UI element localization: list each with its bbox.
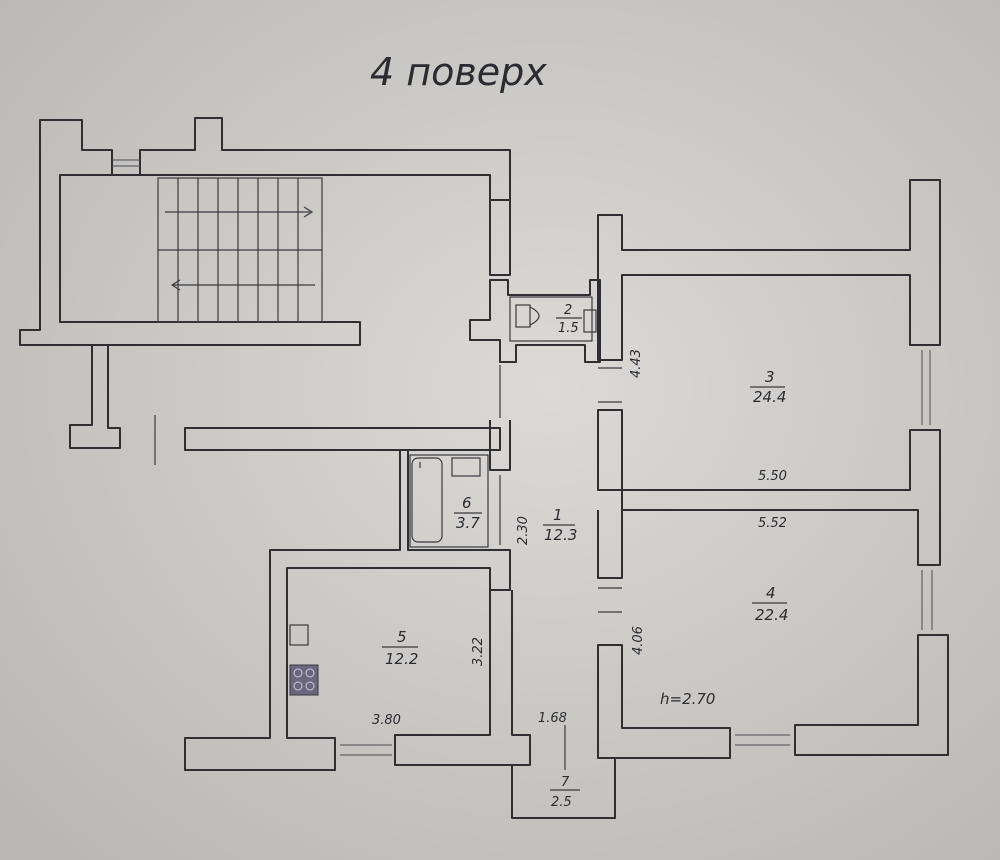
room-6-area: 3.7 <box>456 514 480 532</box>
room-2-area: 1.5 <box>558 321 579 336</box>
corridor-depth-dimension: 2.30 <box>516 516 531 545</box>
toilet-icon <box>515 304 531 328</box>
room-4-width-dimension: 5.52 <box>758 516 787 531</box>
room-6-number: 6 <box>462 494 472 512</box>
stair-flights <box>157 177 323 323</box>
wc-room-2 <box>469 279 601 363</box>
room-1-number: 1 <box>553 506 563 524</box>
room-5-number: 5 <box>397 628 407 646</box>
staircase-block <box>19 117 511 346</box>
room-5-kitchen <box>289 624 392 756</box>
ceiling-height-note: h=2.70 <box>660 690 715 708</box>
stove-icon <box>289 664 319 696</box>
plan-title: 4 поверх <box>370 50 547 94</box>
room-4-area: 22.4 <box>755 606 788 624</box>
room-2-number: 2 <box>564 303 572 318</box>
room-4-depth-dimension: 4.06 <box>631 626 646 655</box>
dimension-labels: 5.50 5.52 4.43 4.06 3.80 3.22 1.68 2.30 … <box>372 349 787 728</box>
corridor-room-1 <box>394 200 531 766</box>
bath-sink <box>451 457 481 477</box>
room-3 <box>597 179 941 566</box>
room-3-area: 24.4 <box>753 388 786 406</box>
room-7-area: 2.5 <box>551 795 572 810</box>
room-5-depth-dimension: 3.22 <box>471 637 486 666</box>
room-labels: 1 12.3 2 1.5 3 24.4 4 22.4 5 12.2 6 3.7 … <box>382 303 788 810</box>
landing-walls <box>69 345 501 465</box>
bathtub <box>411 457 443 543</box>
corridor-width-dimension: 1.68 <box>538 711 567 726</box>
room-7-number: 7 <box>561 775 570 790</box>
room-5-area: 12.2 <box>385 650 418 668</box>
room-5-width-dimension: 3.80 <box>372 713 401 728</box>
room-3-depth-dimension: 4.43 <box>629 349 644 378</box>
room-4-number: 4 <box>766 584 776 602</box>
bathroom-room-6 <box>184 450 511 771</box>
room-3-width-dimension: 5.50 <box>758 469 787 484</box>
balcony-room-7 <box>511 725 616 819</box>
room-1-area: 12.3 <box>544 526 577 544</box>
kitchen-sink <box>289 624 309 646</box>
wc-sink <box>583 309 597 333</box>
room-3-number: 3 <box>765 368 775 386</box>
